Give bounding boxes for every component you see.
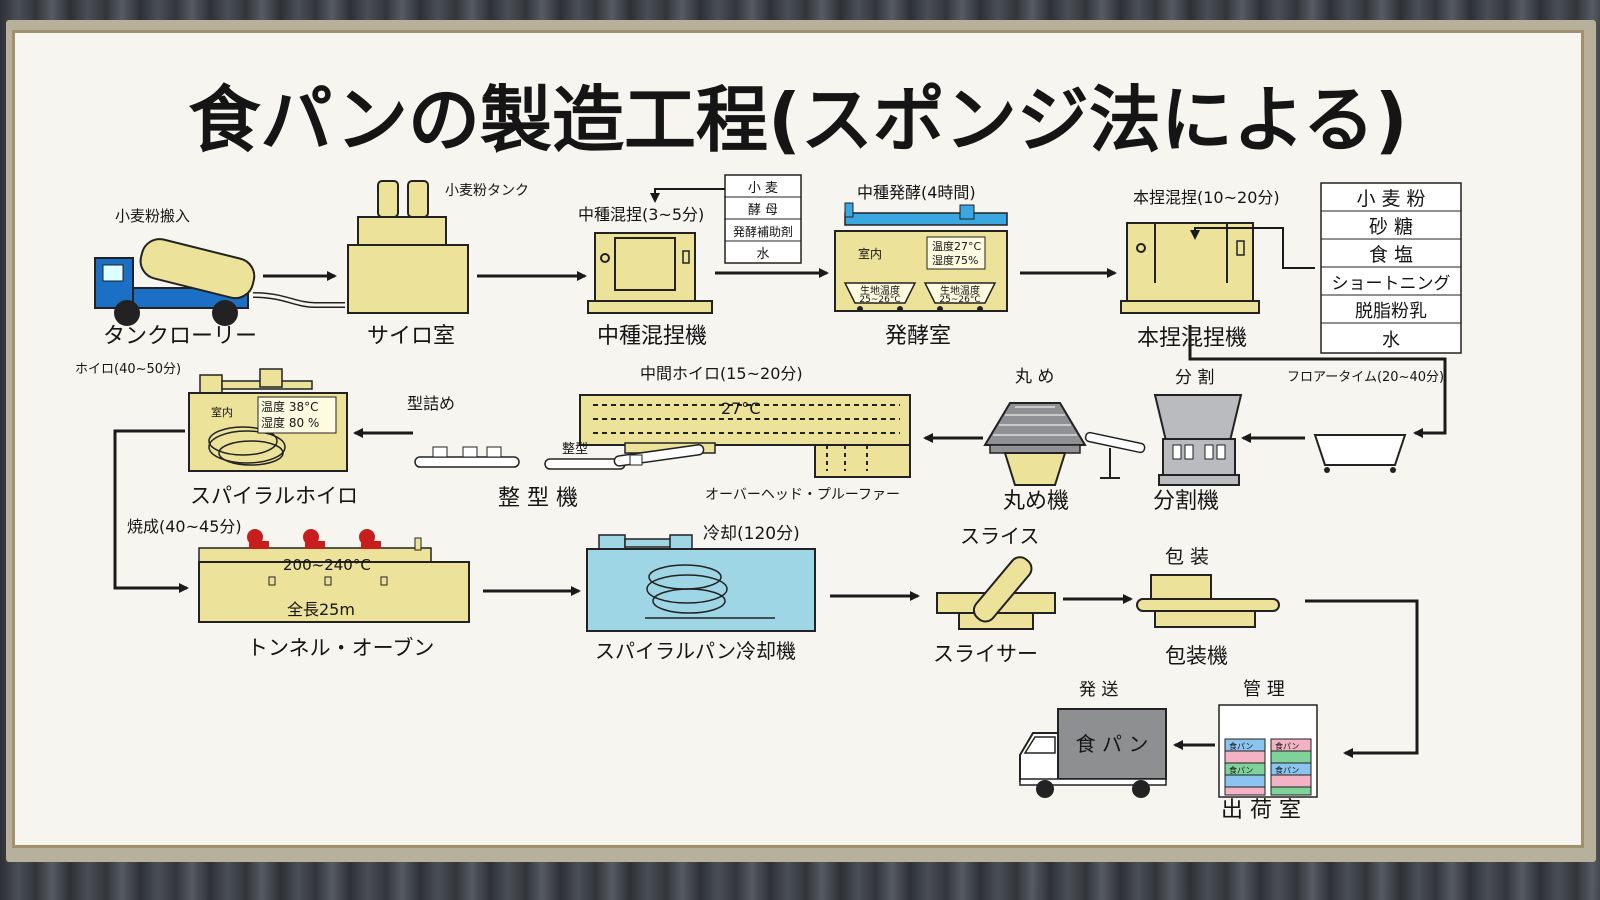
- flow-arrow: [1305, 599, 1419, 758]
- spiral-proofer: [188, 368, 348, 472]
- ferment-label: 発酵室: [885, 324, 951, 349]
- spiral-proofer-humidity: 湿度 80 %: [261, 415, 319, 430]
- sponge-mixer-note: 中種混捏(3~5分): [578, 205, 704, 224]
- divider-machine: [1153, 394, 1243, 486]
- dough-temp-label: 生地温度: [860, 284, 900, 297]
- ingredient-cell: 水: [756, 247, 769, 262]
- ingredient-cell: 発酵補助剤: [733, 224, 793, 239]
- main-ingredients-table: 小 麦 粉 砂 糖 食 塩 ショートニング 脱脂粉乳 水: [1320, 182, 1462, 354]
- forming-note: 整型: [562, 442, 588, 457]
- box-label: 食パン: [1229, 765, 1253, 775]
- box-label: 食パン: [1275, 765, 1299, 775]
- sponge-mixer: [587, 232, 713, 314]
- main-mixer-note: 本捏混捏(10~20分): [1133, 188, 1280, 207]
- truck-tank: [139, 238, 256, 300]
- ingredient-cell: 食 塩: [1369, 244, 1413, 266]
- ingredient-cell: 水: [1382, 330, 1400, 351]
- sponge-mixer-label: 中種混捏機: [597, 324, 707, 349]
- overhead-proofer-note: 中間ホイロ(15~20分): [640, 364, 803, 383]
- divider-label: 分割機: [1153, 489, 1219, 514]
- ingredient-cell: 小 麦: [748, 181, 778, 196]
- tanker-truck: [94, 238, 345, 326]
- sponge-ingredients-table: 小 麦 酵 母 発酵補助剤 水: [724, 174, 802, 264]
- spiral-proofer-inside: 室内: [211, 405, 233, 419]
- box-label: 食パン: [1275, 741, 1299, 751]
- spiral-proofer-note: ホイロ(40~50分): [75, 362, 181, 377]
- overhead-proofer: [579, 394, 911, 478]
- conveyor: [1084, 431, 1146, 479]
- storage-boxes: [1218, 704, 1318, 798]
- moulder-label: 整 型 機: [498, 486, 578, 511]
- truck-text: 食 パ ン: [1076, 732, 1149, 756]
- overhead-proofer-temp: 27°C: [721, 399, 761, 418]
- ingredient-arrow: [1190, 227, 1315, 269]
- shipping-note: 発 送: [1079, 680, 1118, 700]
- fermentation-room: [834, 202, 1008, 312]
- ferment-inside-label: 室内: [858, 246, 882, 261]
- main-mixer-label: 本捏混捏機: [1137, 326, 1247, 351]
- dough-temp-value: 25~26°C: [939, 295, 980, 305]
- page-title: 食パンの製造工程(スポンジ法による): [188, 78, 1407, 162]
- spiral-proofer-temp: 温度 38°C: [261, 399, 318, 414]
- oven-label: トンネル・オーブン: [247, 636, 434, 660]
- forming-conveyor: [544, 444, 705, 470]
- tanker-label: タンクローリー: [103, 324, 257, 349]
- rounder-note: 丸 め: [1015, 367, 1054, 387]
- truck-wheel: [114, 300, 140, 326]
- truck-cab: [94, 257, 134, 309]
- slicer-note: スライス: [960, 524, 1039, 548]
- rounder-label: 丸め機: [1003, 489, 1069, 514]
- ingredient-cell: 砂 糖: [1369, 216, 1413, 238]
- ferment-humidity: 湿度75%: [932, 253, 978, 267]
- ferment-note: 中種発酵(4時間): [857, 183, 976, 202]
- ingredient-cell: ショートニング: [1332, 274, 1451, 294]
- whiteboard: 食パンの製造工程(スポンジ法による) 小麦粉搬入 タンクローリー 小麦粉タンク …: [12, 30, 1584, 848]
- flow-arrow: [113, 429, 189, 593]
- packing-machine: [1136, 574, 1280, 628]
- oven-length: 全長25m: [287, 600, 355, 619]
- spiral-proofer-label: スパイラルホイロ: [190, 484, 358, 508]
- slicer: [936, 556, 1056, 630]
- ferment-temp: 温度27°C: [932, 239, 981, 253]
- cooler-note: 冷却(120分): [703, 524, 800, 544]
- storage-label: 出 荷 室: [1221, 798, 1301, 823]
- slicer-label: スライサー: [933, 642, 1038, 666]
- silo-note: 小麦粉タンク: [445, 183, 529, 199]
- ingredient-cell: 小 麦 粉: [1356, 188, 1425, 210]
- overhead-proofer-label: オーバーヘッド・プルーファー: [705, 487, 900, 503]
- storage-note: 管 理: [1243, 679, 1285, 700]
- cooler-label: スパイラルパン冷却機: [595, 639, 796, 663]
- rounder-machine: [983, 402, 1087, 486]
- flow-arrow: [1188, 325, 1447, 438]
- panning-conveyor: [414, 446, 520, 468]
- ingredient-cell: 酵 母: [748, 203, 778, 218]
- truck-window: [102, 264, 124, 282]
- dough-temp-value: 25~26°C: [859, 295, 900, 305]
- silo-label: サイロ室: [367, 324, 455, 349]
- ingredient-cell: 脱脂粉乳: [1355, 301, 1427, 322]
- truck-wheel: [212, 300, 238, 326]
- oven-temp: 200~240°C: [283, 556, 371, 574]
- floor-time-note: フロアータイム(20~40分): [1287, 370, 1444, 385]
- spiral-cooler: [586, 534, 816, 632]
- main-mixer: [1120, 222, 1260, 314]
- dough-trough: [1313, 434, 1407, 473]
- tunnel-oven: [198, 529, 470, 623]
- packer-label: 包装機: [1165, 644, 1228, 668]
- silo: [347, 180, 469, 314]
- tanker-note: 小麦粉搬入: [115, 207, 190, 225]
- packer-note: 包 装: [1165, 546, 1209, 568]
- panning-note: 型詰め: [407, 394, 455, 413]
- ingredient-arrow: [650, 188, 725, 203]
- dough-temp-label: 生地温度: [940, 284, 980, 297]
- delivery-truck: [1019, 708, 1167, 798]
- box-label: 食パン: [1229, 741, 1253, 751]
- process-diagram: 食パンの製造工程(スポンジ法による) 小麦粉搬入 タンクローリー 小麦粉タンク …: [75, 78, 1462, 823]
- divider-note: 分 割: [1175, 368, 1214, 388]
- oven-note: 焼成(40~45分): [127, 517, 242, 536]
